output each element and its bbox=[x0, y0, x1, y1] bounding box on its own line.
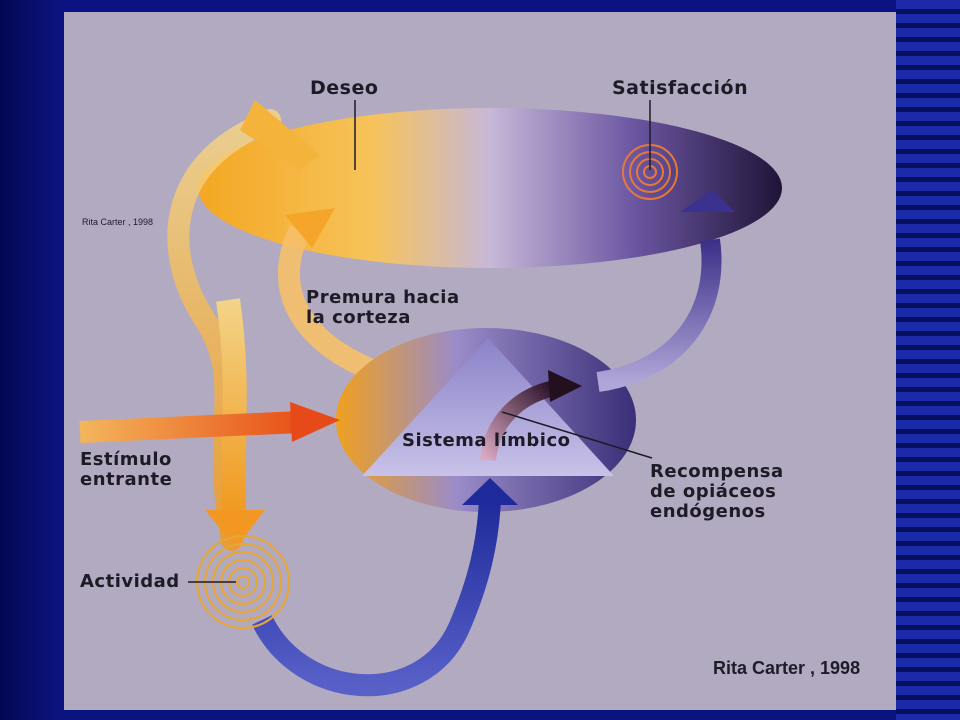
label-estimulo: Estímulo entrante bbox=[80, 449, 173, 490]
reward-arc-arrow bbox=[480, 380, 557, 462]
large-credit: Rita Carter , 1998 bbox=[713, 658, 861, 678]
left-loop-arrowhead bbox=[240, 100, 320, 170]
stimulus-arrowhead bbox=[290, 402, 340, 442]
label-recompensa: Recompensa de opiáceos endógenos bbox=[650, 461, 784, 522]
small-credit: Rita Carter , 1998 bbox=[82, 217, 154, 227]
label-deseo: Deseo bbox=[310, 77, 379, 99]
limbic-triangle bbox=[362, 338, 614, 476]
label-premura: Premura hacia la corteza bbox=[306, 287, 460, 328]
reward-leader-line bbox=[501, 411, 653, 459]
activity-to-limbic-arrow bbox=[252, 499, 501, 697]
activity-to-limbic-arrowhead bbox=[462, 478, 518, 505]
label-actividad: Actividad bbox=[80, 571, 180, 592]
decorative-stripes bbox=[896, 0, 960, 720]
label-satisfaccion: Satisfacción bbox=[612, 77, 749, 99]
label-sistema-limbico: Sistema límbico bbox=[402, 430, 571, 451]
to-satisfaction-arrow bbox=[596, 238, 722, 392]
to-satisfaction-arrowhead bbox=[680, 190, 735, 212]
premura-arrowhead bbox=[285, 208, 335, 248]
reward-arc-arrowhead bbox=[548, 370, 582, 402]
down-to-activity-arrowhead bbox=[205, 510, 265, 548]
down-to-activity-arrow bbox=[216, 298, 247, 511]
stimulus-arrow bbox=[79, 411, 301, 443]
